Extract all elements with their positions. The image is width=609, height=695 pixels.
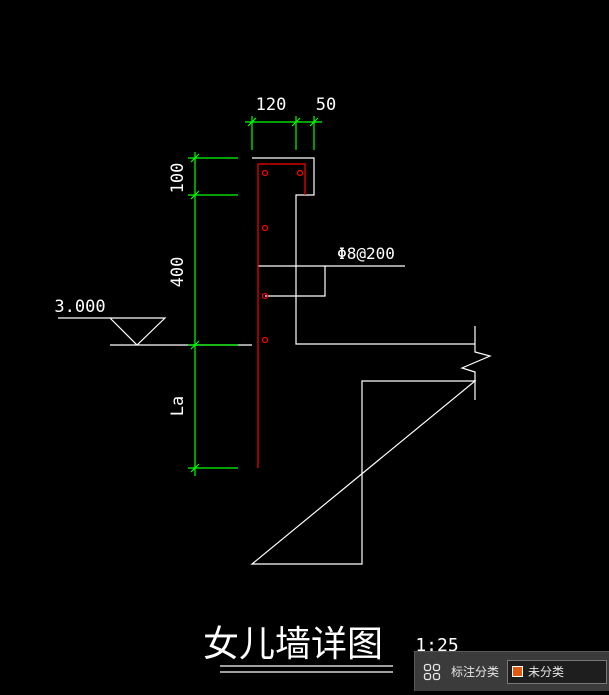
rebar-dot [261,169,269,177]
dim-label-side-bottom: La [168,396,188,416]
elevation-symbol [58,317,252,346]
dim-label-top-left: 120 [256,95,287,115]
dim-label-side-middle: 400 [168,257,188,288]
dim-top-line [245,116,322,150]
category-select[interactable]: 未分类 [507,659,607,684]
drawing-scale: 1:25 [415,635,458,656]
rebar-line [257,163,306,468]
dim-side-ticks [190,153,200,473]
category-value: 未分类 [528,665,565,679]
category-color-swatch [512,666,524,677]
rebar-dot [296,169,304,177]
rebar-label: Φ8@200 [337,244,395,263]
annotation-status-bar: 标注分类 未分类 [414,651,609,691]
rebar-dot [261,292,269,300]
drawing-title: 女儿墙详图 [203,624,383,665]
grid-icon[interactable] [415,652,449,691]
title-underline [220,665,393,673]
rebar-dot [261,336,269,344]
dim-label-side-top: 100 [168,163,188,194]
annotation-category-label: 标注分类 [451,665,500,679]
rebar-leader [258,265,405,297]
elevation-label: 3.000 [54,297,105,317]
parapet-outline [250,157,477,565]
dim-side-line [188,152,238,476]
rebar-dot [261,224,269,232]
dim-label-top-right: 50 [316,95,336,115]
break-line [460,326,492,400]
dim-top-ticks [247,117,319,127]
